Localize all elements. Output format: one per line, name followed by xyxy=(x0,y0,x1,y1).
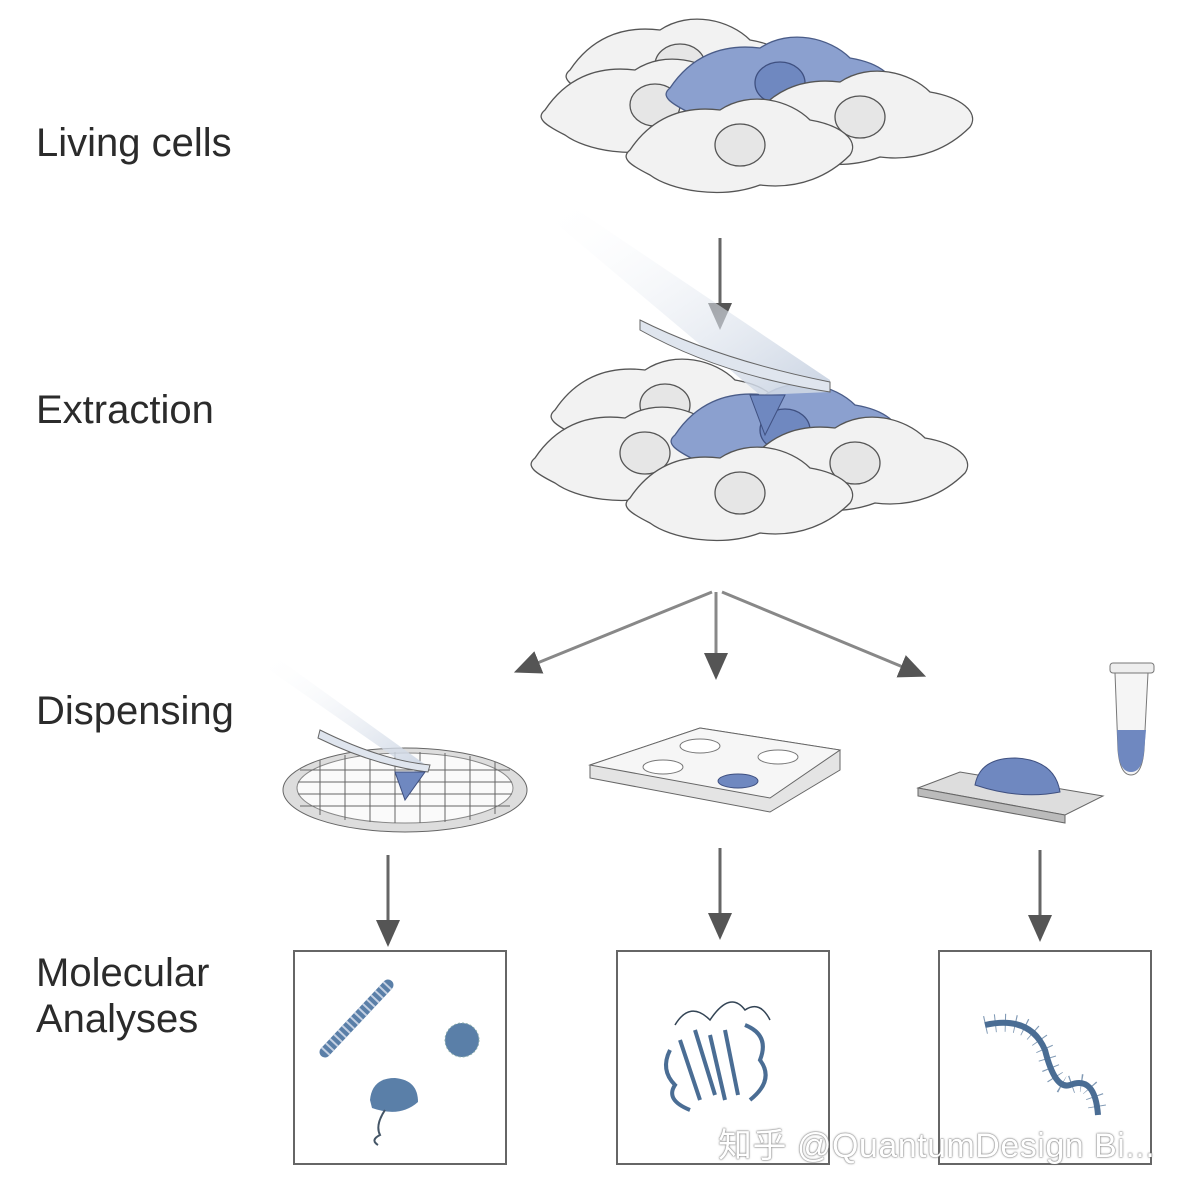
stage-label-molecular: Molecular xyxy=(36,951,210,995)
analysis-box-crystallography xyxy=(616,950,830,1165)
stage-label-extraction: Extraction xyxy=(36,388,214,432)
well-plate-illustration xyxy=(588,727,842,813)
tube-icon xyxy=(1109,662,1155,776)
slide-droplet-illustration xyxy=(916,757,1105,824)
em-grid-illustration xyxy=(255,660,528,833)
analysis-box-nucleic-acid xyxy=(938,950,1152,1165)
analysis-box-em xyxy=(293,950,507,1165)
branch-arrows xyxy=(513,590,927,680)
extraction-illustration xyxy=(530,205,969,542)
watermark: 知乎 @QuantumDesign Bi... xyxy=(718,1127,1156,1165)
living-cells-illustration xyxy=(540,18,974,194)
stage-label-analyses: Analyses xyxy=(36,997,199,1041)
cantilever-icon xyxy=(540,205,830,395)
stage-label-dispensing: Dispensing xyxy=(36,689,234,733)
stage-label-living-cells: Living cells xyxy=(36,121,232,165)
